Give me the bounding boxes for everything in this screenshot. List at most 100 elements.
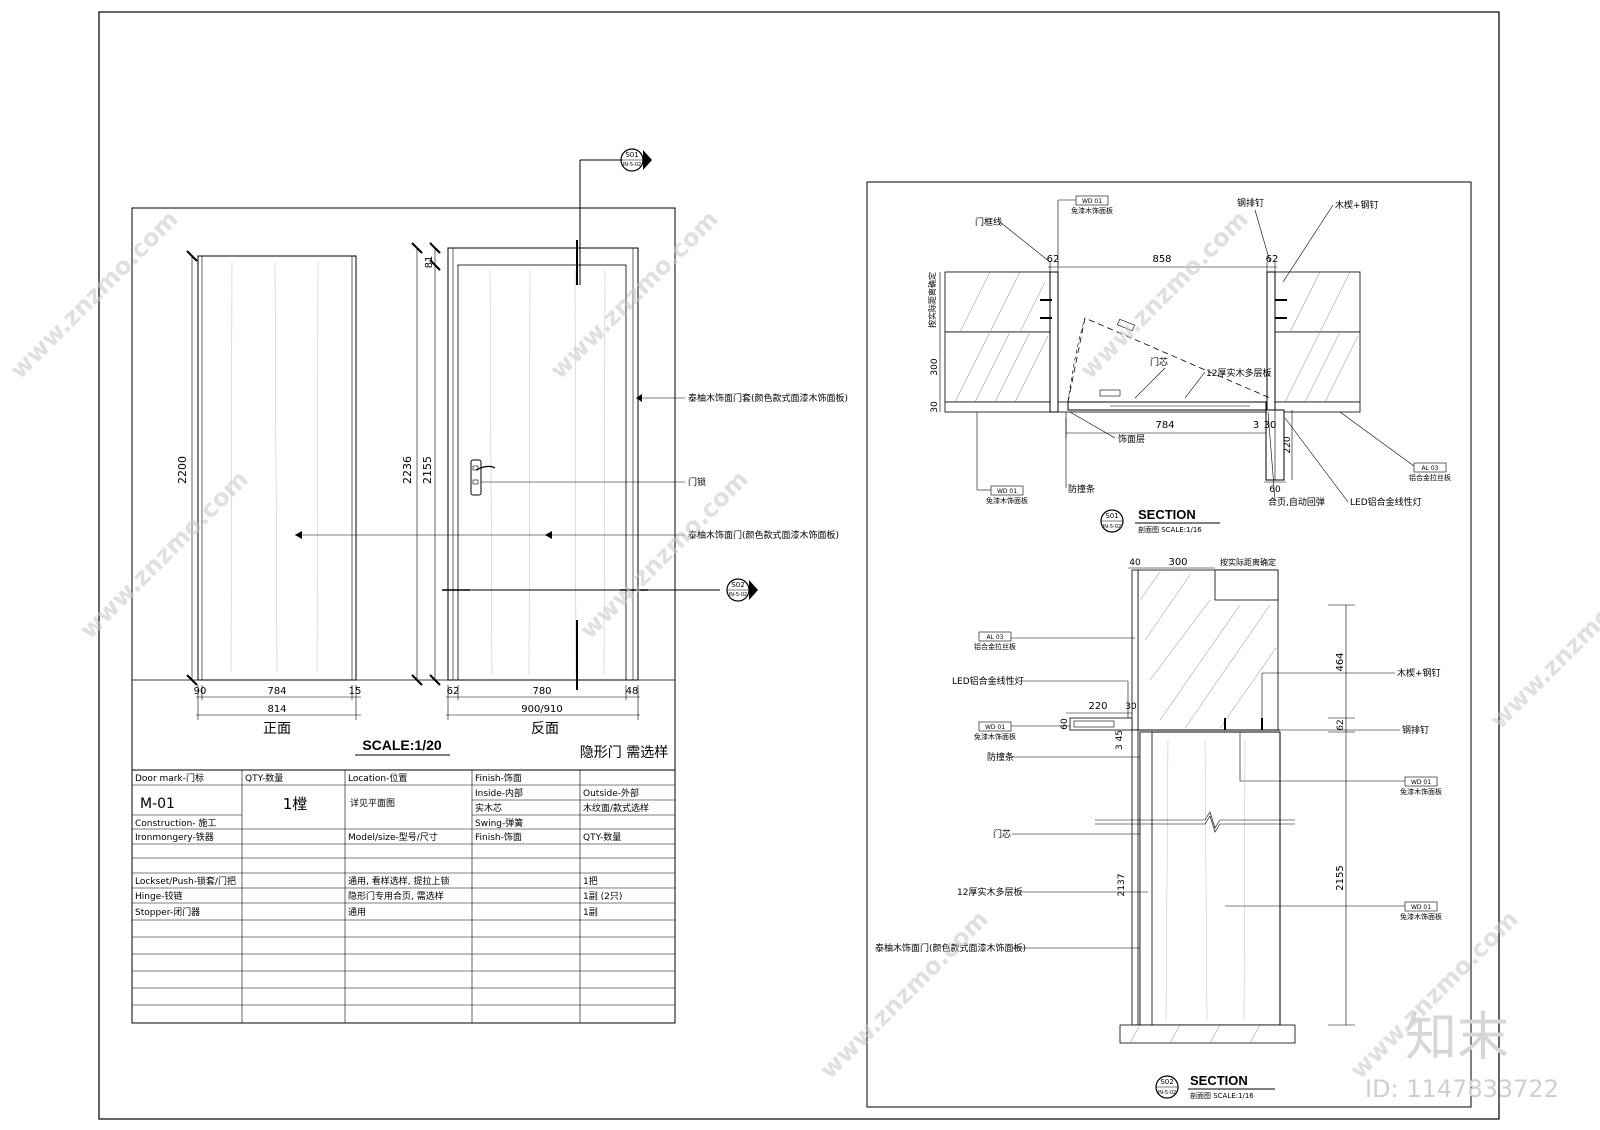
- front-height-dim: 2200: [176, 250, 198, 686]
- svg-text:1副: 1副: [583, 907, 598, 918]
- section-s01-title: S01 IN-5-02 SECTION 剖面图 SCALE:1/16: [1100, 507, 1220, 534]
- back-width-dims: 62 780 48 900/910: [446, 685, 640, 720]
- svg-text:S02: S02: [1160, 1078, 1173, 1086]
- dim-front-width: 784: [267, 686, 286, 697]
- svg-text:IN-5-02: IN-5-02: [1158, 1090, 1176, 1096]
- svg-text:剖面图 SCALE:1/16: 剖面图 SCALE:1/16: [1190, 1091, 1254, 1100]
- callout-s01: S01 IN-5-02: [620, 148, 652, 172]
- svg-text:免漆木饰面板: 免漆木饰面板: [1400, 912, 1442, 921]
- dim-front-right: 15: [349, 686, 362, 697]
- svg-text:464: 464: [1335, 652, 1346, 671]
- svg-text:220: 220: [1283, 436, 1293, 453]
- svg-text:按实际距离确定: 按实际距离确定: [1220, 557, 1276, 567]
- svg-text:Outside-外部: Outside-外部: [583, 787, 639, 799]
- dim-back-overall-height: 2236: [401, 456, 414, 484]
- section-s01-drawing: [944, 271, 1361, 481]
- sheet-border: [98, 11, 1500, 1120]
- svg-text:SECTION: SECTION: [1138, 507, 1196, 522]
- dim-back-top: 81: [424, 256, 435, 269]
- dim-back-right: 48: [626, 686, 639, 697]
- watermark-logo: 知末: [1405, 1008, 1509, 1068]
- svg-text:防撞条: 防撞条: [1068, 483, 1095, 495]
- svg-text:IN-5-02: IN-5-02: [729, 592, 747, 598]
- svg-text:木纹面/款式选样: 木纹面/款式选样: [583, 802, 649, 814]
- svg-text:Construction- 施工: Construction- 施工: [135, 817, 216, 829]
- front-view-label: 正面: [263, 721, 291, 737]
- svg-text:12厚实木多层板: 12厚实木多层板: [957, 886, 1022, 898]
- svg-text:Ironmongery-铁器: Ironmongery-铁器: [135, 831, 214, 843]
- svg-text:Model/size-型号/尺寸: Model/size-型号/尺寸: [348, 831, 438, 843]
- door-schedule-table: Door mark-门标 QTY-数量 Location-位置 Finish-饰…: [132, 769, 675, 1023]
- svg-text:Stopper-闭门器: Stopper-闭门器: [135, 906, 200, 918]
- dim-back-door-height: 2155: [421, 456, 434, 484]
- svg-text:220: 220: [1088, 701, 1107, 712]
- svg-text:按实际距离确定: 按实际距离确定: [927, 272, 937, 328]
- door-note: 隐形门 需选样: [580, 745, 668, 761]
- svg-text:Door mark-门标: Door mark-门标: [135, 772, 204, 784]
- elevation-leaders: 泰柚木饰面门套(颜色款式面漆木饰面板) 门锁 泰柚木饰面门(颜色款式面漆木饰面板…: [295, 392, 848, 541]
- svg-text:剖面图 SCALE:1/16: 剖面图 SCALE:1/16: [1138, 525, 1202, 534]
- svg-text:门芯: 门芯: [1150, 356, 1168, 368]
- svg-text:www.znzmo.com: www.znzmo.com: [4, 205, 183, 384]
- svg-text:2155: 2155: [1335, 865, 1346, 890]
- svg-text:www.znzmo.com: www.znzmo.com: [814, 905, 993, 1084]
- svg-text:3 45: 3 45: [1115, 730, 1125, 750]
- section-s01-labels: 门框线 WD 01 免漆木饰面板 钢排钉 木楔+钢钉 门芯 12厚实木多层板 饰…: [975, 195, 1451, 508]
- svg-text:实木芯: 实木芯: [475, 802, 502, 814]
- svg-text:www.znzmo.com: www.znzmo.com: [1484, 555, 1600, 734]
- svg-text:泰柚木饰面门(颜色款式面漆木饰面板): 泰柚木饰面门(颜色款式面漆木饰面板): [875, 942, 1026, 954]
- door-mark: M-01: [140, 796, 175, 812]
- elevation-frame: [131, 207, 676, 1024]
- back-view-label: 反面: [531, 721, 559, 737]
- svg-text:30: 30: [930, 401, 940, 413]
- svg-text:Inside-内部: Inside-内部: [475, 787, 523, 799]
- door-qty: 1樘: [283, 795, 308, 813]
- svg-text:LED铝合金线性灯: LED铝合金线性灯: [1350, 496, 1422, 508]
- svg-text:Swing-弹簧: Swing-弹簧: [475, 817, 523, 829]
- svg-text:QTY-数量: QTY-数量: [245, 772, 283, 784]
- section-s02-title: S02 IN-5-02 SECTION 剖面图 SCALE:1/16: [1155, 1073, 1275, 1100]
- svg-text:SECTION: SECTION: [1190, 1073, 1248, 1088]
- svg-text:IN-5-02: IN-5-02: [623, 162, 641, 168]
- scale-label: SCALE:1/20: [362, 737, 442, 753]
- svg-text:免漆木饰面板: 免漆木饰面板: [986, 496, 1028, 505]
- section-cut-s01: [576, 159, 622, 690]
- front-door-elevation: [197, 255, 357, 681]
- svg-text:2137: 2137: [1117, 874, 1127, 897]
- svg-text:1副 (2只): 1副 (2只): [583, 891, 622, 902]
- svg-text:木楔+钢钉: 木楔+钢钉: [1335, 199, 1379, 211]
- dim-front-left: 90: [194, 686, 207, 697]
- section-cut-s02: S02 IN-5-02: [442, 578, 758, 602]
- svg-text:免漆木饰面板: 免漆木饰面板: [974, 732, 1016, 741]
- svg-text:饰面层: 饰面层: [1118, 433, 1145, 445]
- leaf-label: 泰柚木饰面门(颜色款式面漆木饰面板): [688, 529, 839, 541]
- svg-text:WD 01: WD 01: [1411, 904, 1431, 911]
- svg-text:木楔+钢钉: 木楔+钢钉: [1397, 667, 1441, 679]
- dim-back-left: 62: [447, 686, 460, 697]
- svg-text:www.znzmo.com: www.znzmo.com: [74, 465, 253, 644]
- section-s02-dims: 40 300 按实际距离确定 464 62 2155 220 30 60 3 4…: [1060, 557, 1355, 1026]
- svg-text:Location-位置: Location-位置: [348, 772, 407, 784]
- svg-text:60: 60: [1060, 718, 1070, 730]
- svg-text:62: 62: [1266, 254, 1279, 265]
- dim-front-height: 2200: [176, 456, 189, 484]
- callout-s02: S02: [731, 581, 744, 589]
- svg-text:62: 62: [1047, 254, 1060, 265]
- svg-text:www.znzmo.com: www.znzmo.com: [544, 205, 723, 384]
- svg-text:Lockset/Push-锁套/门把: Lockset/Push-锁套/门把: [135, 875, 236, 887]
- svg-text:门框线: 门框线: [975, 216, 1002, 228]
- front-width-dims: 90 784 15 814: [194, 685, 362, 720]
- svg-text:QTY-数量: QTY-数量: [583, 831, 621, 843]
- svg-text:AL 03: AL 03: [987, 634, 1004, 641]
- watermark-id: ID: 1147833722: [1365, 1075, 1559, 1103]
- svg-text:784: 784: [1155, 420, 1174, 431]
- svg-text:详见平面图: 详见平面图: [350, 797, 395, 809]
- svg-text:铝合金拉丝板: 铝合金拉丝板: [1409, 473, 1451, 482]
- svg-text:S01: S01: [625, 151, 638, 159]
- section-frame: [866, 181, 1472, 1108]
- svg-text:WD 01: WD 01: [985, 724, 1005, 731]
- svg-text:62: 62: [1336, 719, 1346, 730]
- svg-text:WD 01: WD 01: [1082, 198, 1102, 205]
- svg-text:钢排钉: 钢排钉: [1237, 197, 1264, 209]
